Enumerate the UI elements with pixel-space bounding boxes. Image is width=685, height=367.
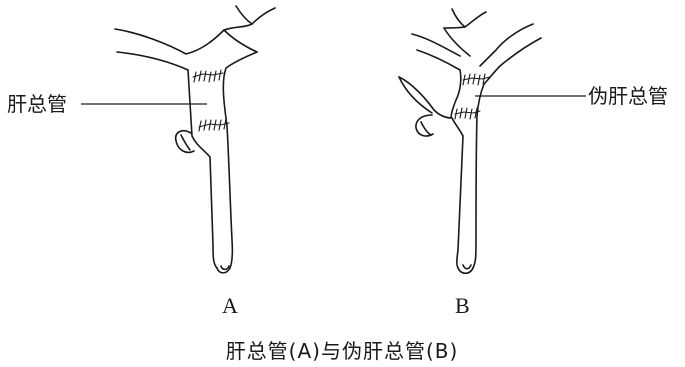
label-common-hepatic-duct: 肝总管	[7, 92, 67, 116]
panel-letter-a: A	[222, 293, 238, 318]
panel-letter-b: B	[455, 293, 470, 318]
label-pseudo-common-hepatic-duct: 伪肝总管	[588, 84, 668, 108]
panel-a-duct-drawing	[115, 6, 275, 273]
figure-caption: 肝总管(A)与伪肝总管(B)	[226, 339, 459, 363]
panel-b-duct-drawing	[399, 9, 541, 273]
